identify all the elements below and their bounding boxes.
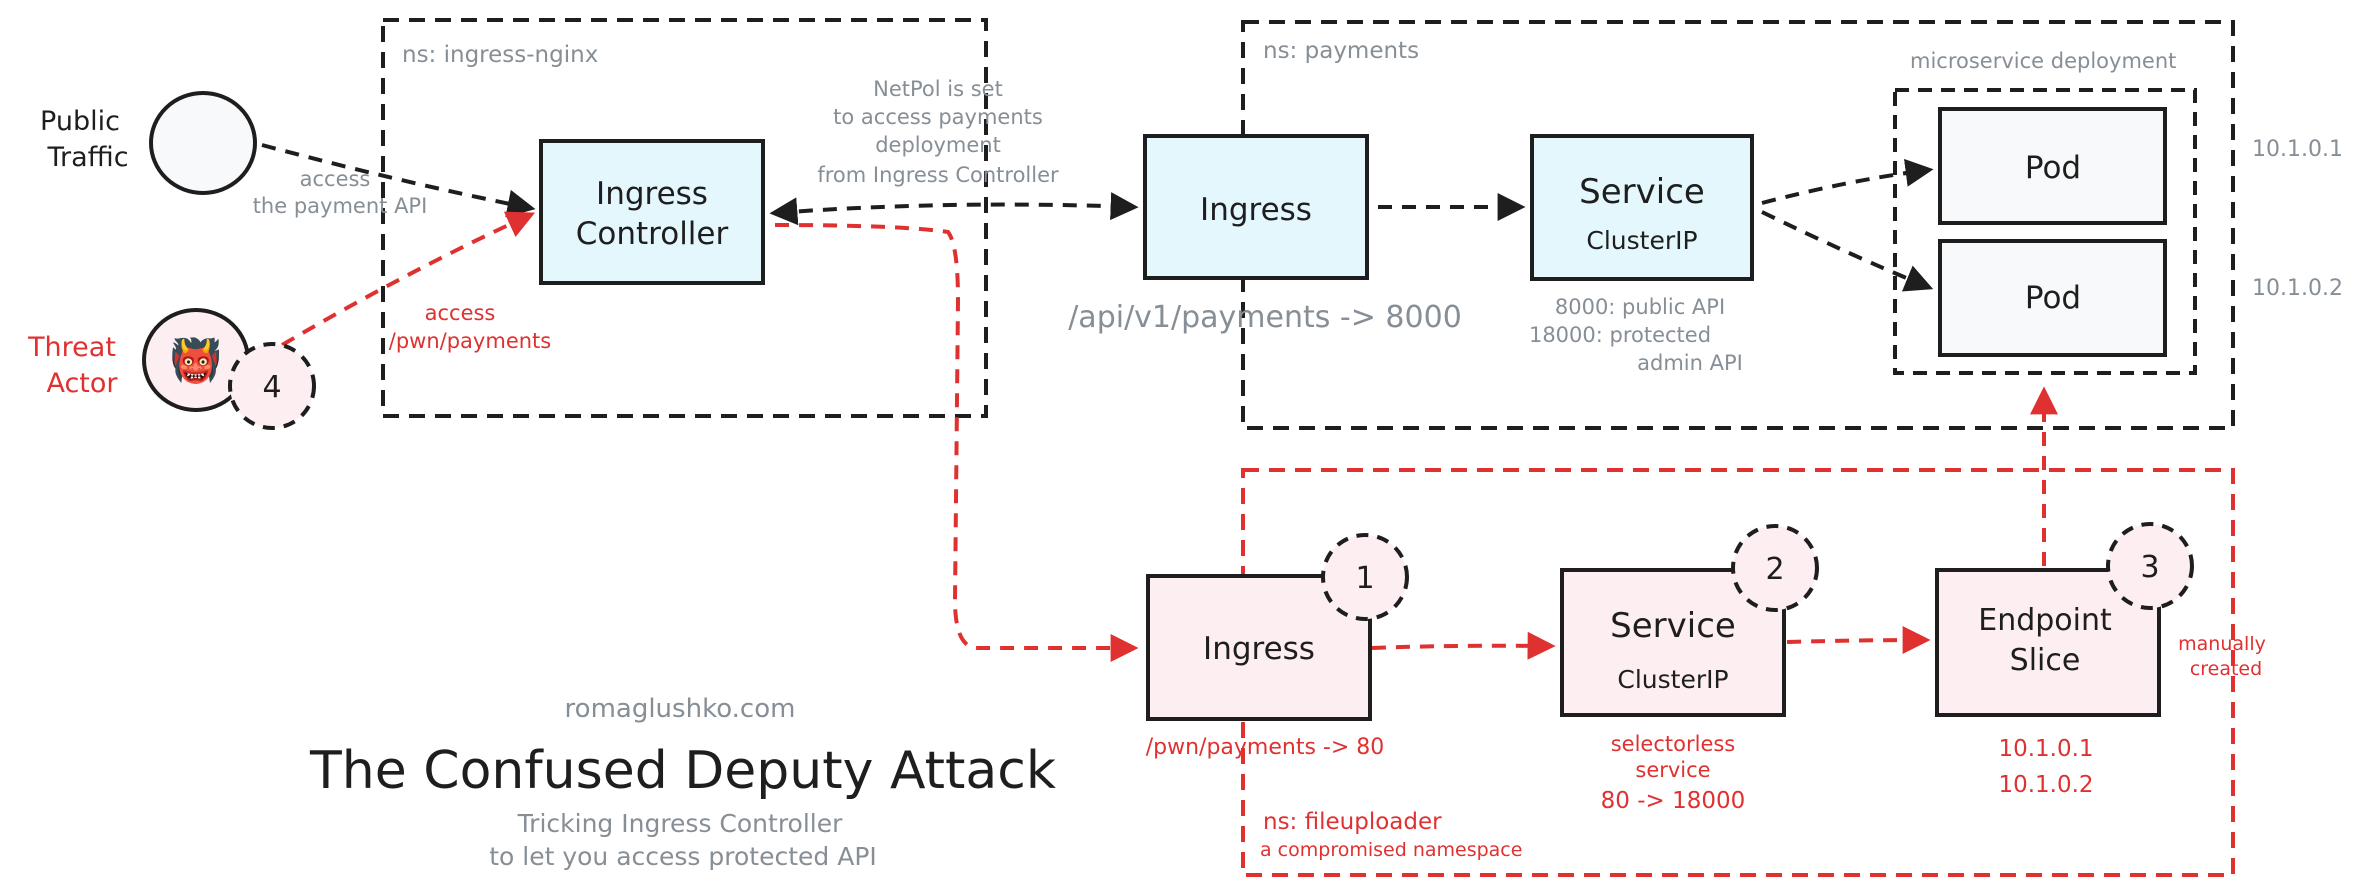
diagram-title: The Confused Deputy Attack bbox=[309, 741, 1056, 801]
service-payments-sublabel: ClusterIP bbox=[1586, 226, 1697, 255]
site-label: romaglushko.com bbox=[565, 694, 796, 724]
netpol-label-3: deployment bbox=[875, 133, 1001, 157]
threat-actor-label-1: Threat bbox=[27, 332, 116, 363]
pod-2-ip: 10.1.0.2 bbox=[2252, 276, 2343, 301]
public-traffic-label-1: Public bbox=[40, 106, 120, 137]
route-payments-label: /api/v1/payments -> 8000 bbox=[1068, 300, 1462, 335]
endpoint-slice-label-2: Slice bbox=[2010, 643, 2081, 678]
pod-1-box bbox=[1938, 107, 2167, 225]
subtitle-1: Tricking Ingress Controller bbox=[517, 809, 844, 838]
threat-actor-label-2: Actor bbox=[46, 368, 118, 399]
service-fileup-sublabel: ClusterIP bbox=[1617, 665, 1728, 694]
access-api-label-1: access bbox=[300, 167, 371, 191]
arrow-threat-to-controller bbox=[280, 211, 536, 347]
ns-ingress-label: ns: ingress-nginx bbox=[402, 42, 598, 68]
ns-payments-label: ns: payments bbox=[1263, 38, 1419, 64]
arrow-service-to-pod-2 bbox=[1761, 210, 1934, 292]
arrow-fileup-service-to-endpoint bbox=[1786, 626, 1931, 655]
pod-2-box bbox=[1938, 239, 2167, 357]
ingress-payments-label: Ingress bbox=[1200, 192, 1312, 228]
selectorless-label-2: service bbox=[1635, 758, 1710, 782]
arrow-controller-ingress-payments bbox=[769, 192, 1139, 226]
step-3-badge bbox=[2106, 522, 2194, 610]
service-payments-label: Service bbox=[1579, 172, 1705, 212]
ingress-controller-box bbox=[539, 139, 765, 285]
selectorless-label-1: selectorless bbox=[1611, 732, 1736, 756]
ns-fileuploader-label: ns: fileuploader bbox=[1263, 809, 1442, 835]
endpoint-ip-2: 10.1.0.2 bbox=[1998, 772, 2093, 798]
arrow-fileup-ingress-to-service bbox=[1371, 631, 1556, 660]
service-fileup-label: Service bbox=[1610, 606, 1736, 646]
step-4-badge bbox=[228, 342, 316, 430]
step-2-number: 2 bbox=[1765, 552, 1784, 587]
ports-label-2: 18000: protected bbox=[1529, 323, 1711, 347]
ingress-fileup-label: Ingress bbox=[1203, 631, 1315, 667]
pod-1-label: Pod bbox=[2025, 150, 2081, 186]
selectorless-label-3: 80 -> 18000 bbox=[1601, 788, 1746, 814]
attack-label-1: access bbox=[425, 301, 496, 325]
ns-ingress-nginx-frame bbox=[381, 18, 988, 418]
step-2-badge bbox=[1731, 524, 1819, 612]
step-1-number: 1 bbox=[1355, 561, 1374, 596]
netpol-label-4: from Ingress Controller bbox=[817, 163, 1059, 187]
ports-label-3: admin API bbox=[1637, 351, 1743, 375]
public-traffic-circle bbox=[149, 91, 257, 195]
pod-1-ip: 10.1.0.1 bbox=[2252, 137, 2343, 162]
microservice-deployment-frame bbox=[1893, 88, 2197, 375]
compromised-label: a compromised namespace bbox=[1260, 839, 1522, 861]
endpoint-slice-label-1: Endpoint bbox=[1978, 603, 2112, 638]
ingress-payments-box bbox=[1143, 134, 1369, 280]
endpoint-ip-1: 10.1.0.1 bbox=[1998, 736, 2093, 762]
attack-label-2: /pwn/payments bbox=[389, 329, 551, 353]
public-traffic-label-2: Traffic bbox=[46, 142, 128, 173]
manually-label-2: created bbox=[2190, 658, 2262, 680]
manually-label-1: manually bbox=[2178, 633, 2266, 655]
pod-2-label: Pod bbox=[2025, 280, 2081, 316]
ports-label-1: 8000: public API bbox=[1555, 295, 1725, 319]
route-pwn-label: /pwn/payments -> 80 bbox=[1146, 735, 1385, 760]
arrow-controller-to-fileup-ingress bbox=[774, 223, 1139, 662]
ingress-controller-label-1: Ingress bbox=[596, 176, 708, 212]
subtitle-2: to let you access protected API bbox=[489, 842, 877, 871]
netpol-label-2: to access payments bbox=[833, 105, 1043, 129]
service-payments-box bbox=[1530, 134, 1754, 281]
access-api-label-2: the payment API bbox=[253, 194, 428, 218]
arrow-public-to-controller bbox=[261, 143, 536, 218]
netpol-label-1: NetPol is set bbox=[873, 77, 1003, 101]
step-4-number: 4 bbox=[262, 370, 281, 405]
ingress-controller-label-2: Controller bbox=[576, 216, 729, 252]
microservice-label: microservice deployment bbox=[1910, 49, 2176, 73]
threat-actor-emoji: 👹 bbox=[170, 335, 222, 385]
step-1-badge bbox=[1321, 533, 1409, 621]
step-3-number: 3 bbox=[2140, 550, 2159, 585]
arrow-service-to-pod-1 bbox=[1761, 158, 1934, 205]
